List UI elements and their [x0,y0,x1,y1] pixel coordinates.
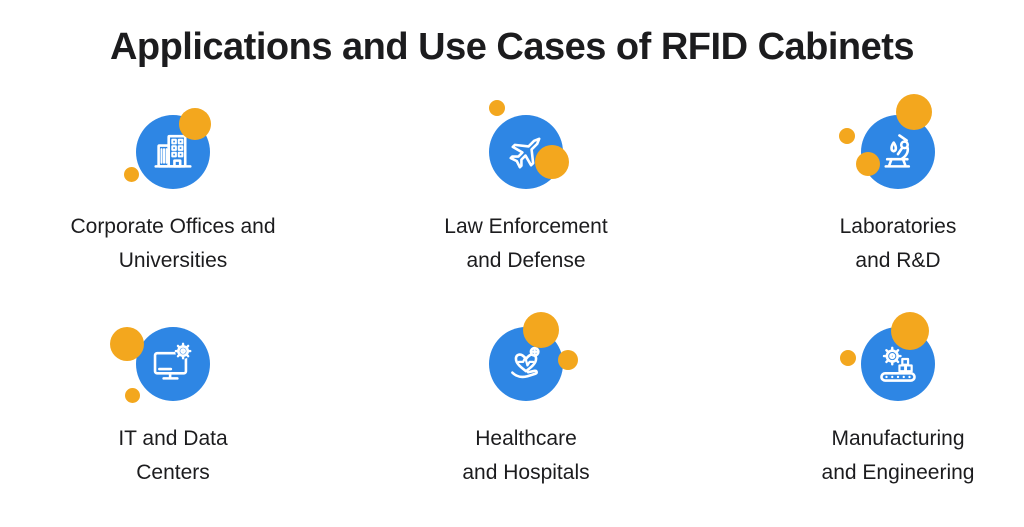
accent-dot [124,167,139,182]
icon-composition [107,308,239,420]
label-line1: Corporate Offices and [70,215,276,238]
monitor-gear-icon [136,327,210,401]
label-line1: Healthcare [475,427,577,450]
label-line1: Law Enforcement [444,215,608,238]
accent-dot [125,388,140,403]
use-case-laboratories: Laboratories and R&D [728,94,1024,278]
label-line2: Centers [136,461,210,484]
icon-composition [107,96,239,208]
icon-composition [460,308,592,420]
use-case-label: Corporate Offices and Universities [3,210,343,278]
icon-composition [832,308,964,420]
label-line2: and Defense [466,249,586,272]
accent-dot [558,350,578,370]
use-case-corporate-offices: Corporate Offices and Universities [3,96,343,278]
page-title: Applications and Use Cases of RFID Cabin… [109,26,915,68]
accent-circle [110,327,144,361]
accent-circle [896,94,932,130]
use-case-label: Laboratories and R&D [728,210,1024,278]
accent-circle [535,145,569,179]
use-case-label: IT and Data Centers [3,422,343,490]
accent-circle [179,108,211,140]
use-case-law-enforcement: Law Enforcement and Defense [356,96,696,278]
label-line2: and R&D [855,249,941,272]
accent-circle [523,312,559,348]
use-case-healthcare: Healthcare and Hospitals [356,308,696,490]
label-line2: and Engineering [821,461,975,484]
label-line2: Universities [118,249,228,272]
use-case-it-data-centers: IT and Data Centers [3,308,343,490]
label-line2: and Hospitals [462,461,590,484]
use-case-manufacturing: Manufacturing and Engineering [728,308,1024,490]
accent-circle-small [856,152,880,176]
accent-dot [840,350,856,366]
label-line1: Manufacturing [831,427,965,450]
icon-composition [832,94,964,208]
use-case-label: Healthcare and Hospitals [356,422,696,490]
label-line1: IT and Data [118,427,228,450]
icon-composition [460,96,592,208]
accent-circle [891,312,929,350]
label-line1: Laboratories [839,215,957,238]
accent-dot [489,100,505,116]
use-case-label: Manufacturing and Engineering [728,422,1024,490]
use-case-label: Law Enforcement and Defense [356,210,696,278]
accent-dot [839,128,855,144]
